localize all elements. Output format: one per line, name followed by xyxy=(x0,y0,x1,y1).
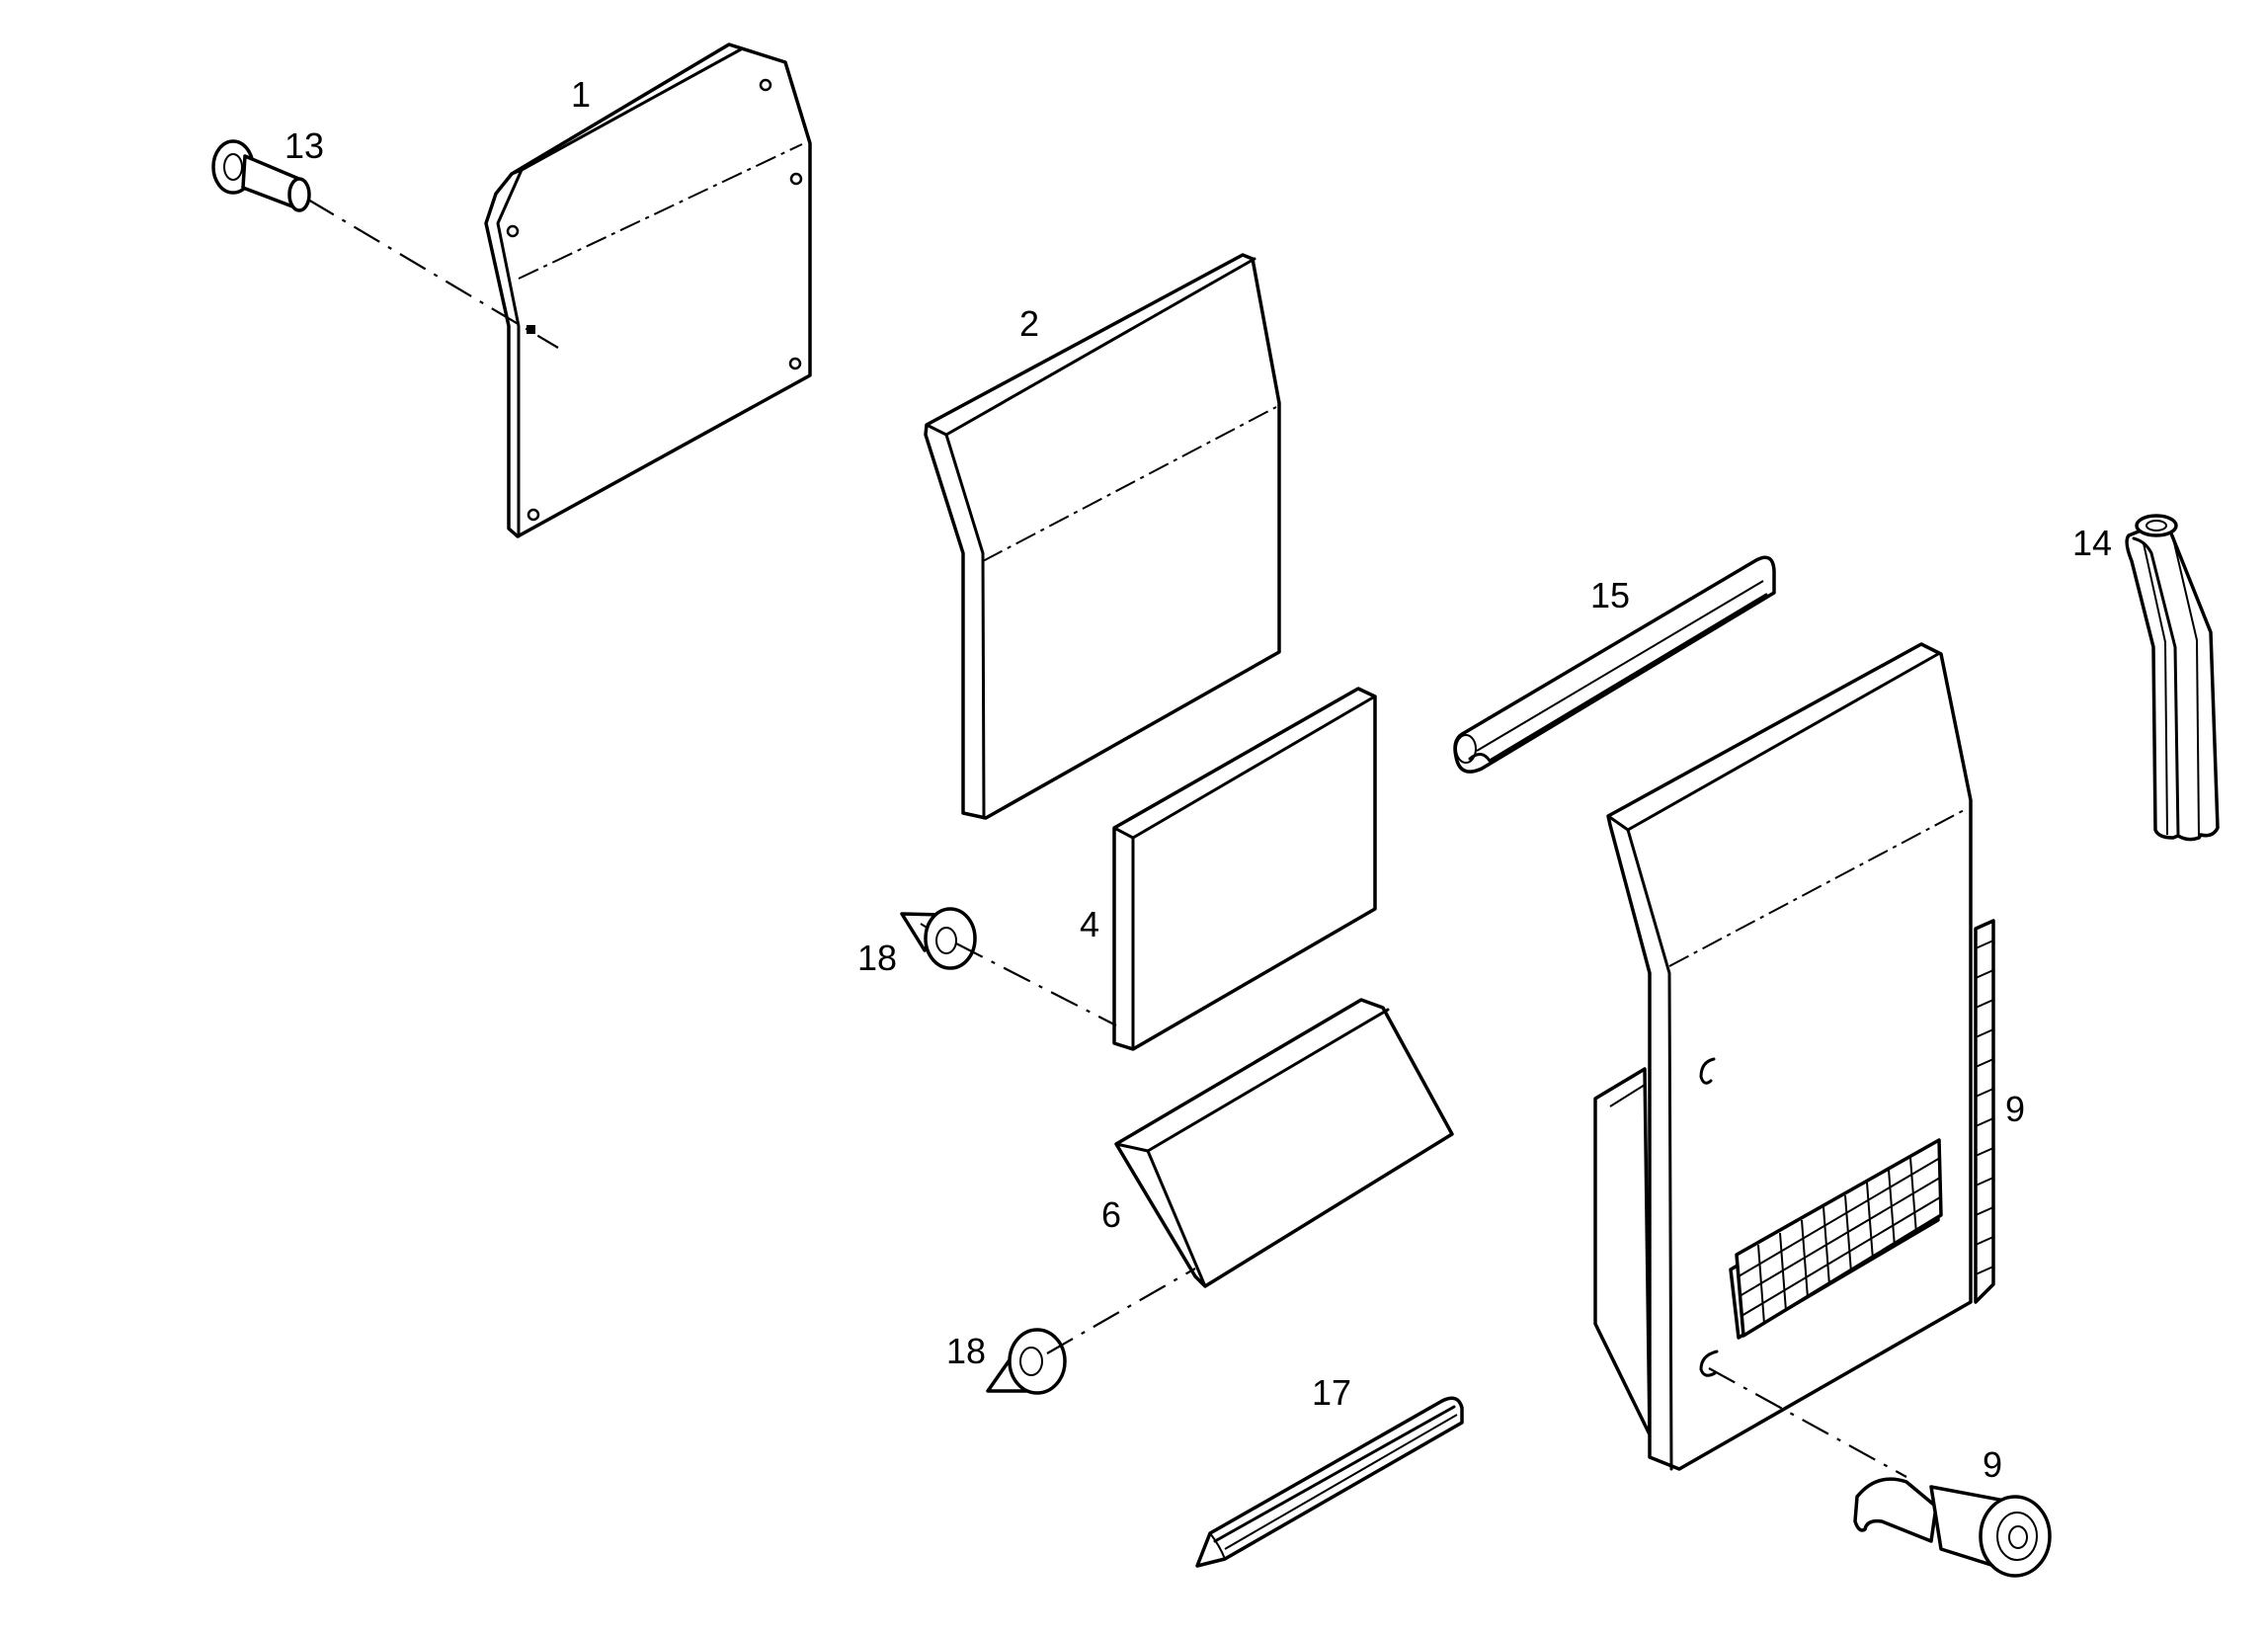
part-14-edge-trim xyxy=(2125,514,2220,842)
part-4-block xyxy=(1112,687,1377,1051)
part-13-axis-line xyxy=(307,199,559,349)
part-9-cabinet-panel xyxy=(1593,642,1995,1471)
callout-part-9-latch: 9 xyxy=(1983,1444,2002,1485)
part-18-lower-axis-line xyxy=(1046,1268,1196,1354)
callout-part-17: 17 xyxy=(1312,1372,1351,1413)
part-9-latch-axis-line xyxy=(1708,1367,1907,1478)
part-6-wedge xyxy=(1114,998,1454,1288)
callout-part-15: 15 xyxy=(1590,575,1630,615)
part-9-latch xyxy=(1853,1477,2052,1578)
callout-part-6: 6 xyxy=(1101,1194,1121,1235)
part-1-back-plate xyxy=(484,42,812,538)
part-15-seal xyxy=(1453,555,1776,774)
callout-part-9-panel: 9 xyxy=(2005,1089,2025,1129)
callout-part-18-lower: 18 xyxy=(946,1331,986,1371)
callout-part-18-upper: 18 xyxy=(857,938,897,978)
callout-18-upper-leader xyxy=(920,923,930,930)
callout-part-14: 14 xyxy=(2072,523,2112,563)
part-2-front-foam xyxy=(924,253,1281,820)
ventilation-grille xyxy=(1729,1138,1943,1340)
part-13-pin xyxy=(211,139,311,212)
callout-part-13: 13 xyxy=(284,125,324,166)
part-18-upper-axis-line xyxy=(955,942,1117,1026)
callout-part-2: 2 xyxy=(1019,303,1039,344)
side-strip-hatching xyxy=(1975,940,1994,1275)
part-18-upper-washer xyxy=(900,907,977,970)
callout-part-4: 4 xyxy=(1080,904,1099,944)
part-18-lower-washer xyxy=(986,1328,1067,1395)
part-17-strip xyxy=(1195,1396,1464,1568)
callout-part-1: 1 xyxy=(571,74,591,115)
